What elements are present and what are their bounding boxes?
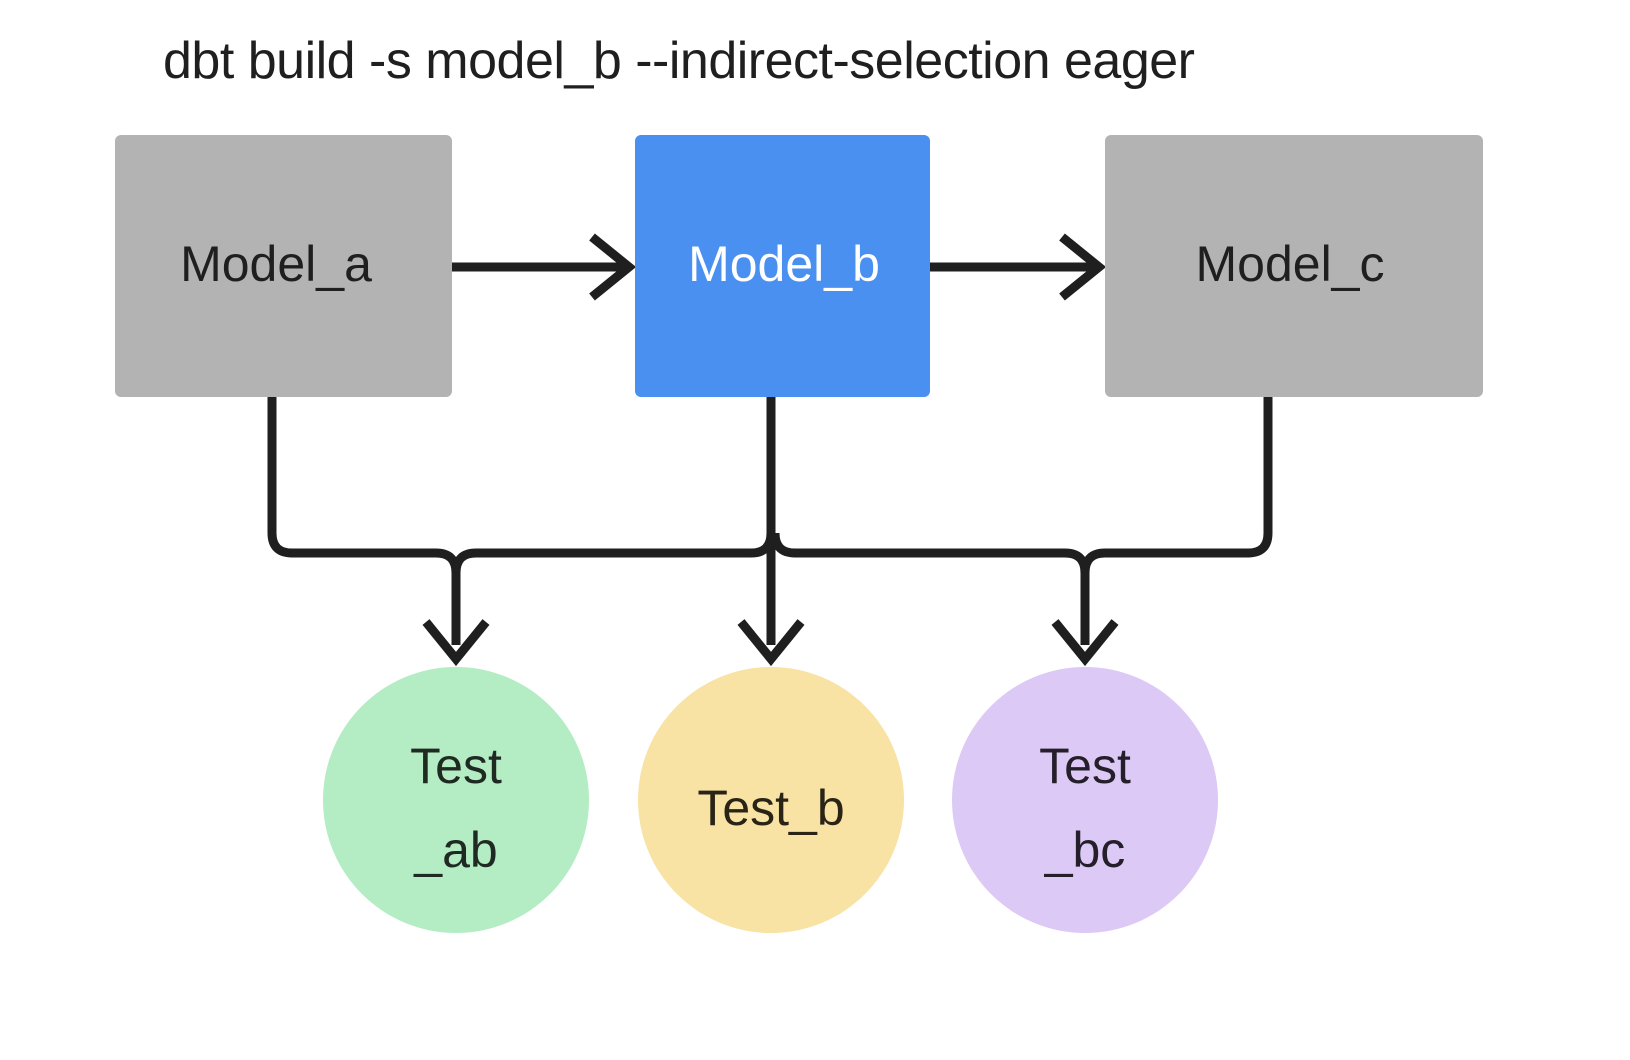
node-test-ab-shape[interactable]: [323, 667, 589, 933]
node-model-b-label: Model_b: [688, 236, 880, 292]
node-test-ab[interactable]: Test _ab: [323, 667, 589, 933]
node-test-bc-shape[interactable]: [952, 667, 1218, 933]
node-test-b-label-line1: Test_b: [697, 780, 844, 836]
node-test-bc-label-line1: Test: [1039, 738, 1131, 794]
node-test-ab-label-line1: Test: [410, 738, 502, 794]
node-test-ab-label-line2: _ab: [413, 822, 497, 878]
node-test-bc-label-line2: _bc: [1044, 822, 1126, 878]
node-model-c[interactable]: Model_c: [1105, 135, 1483, 397]
node-model-c-label: Model_c: [1196, 236, 1385, 292]
arrowhead-test-bc: [1051, 619, 1119, 667]
edge-model-c-to-test-bc: [1080, 397, 1273, 574]
node-model-a-label: Model_a: [180, 236, 372, 292]
edge-model-a-to-model-b: [452, 233, 637, 301]
edge-model-b-to-model-c: [930, 233, 1107, 301]
node-model-c-shape[interactable]: [1105, 135, 1483, 397]
node-test-b-shape[interactable]: [638, 667, 904, 933]
node-test-b[interactable]: Test_b: [638, 667, 904, 933]
arrowhead-test-b: [737, 619, 805, 667]
page-title: dbt build -s model_b --indirect-selectio…: [163, 32, 1195, 90]
node-model-a-shape[interactable]: [115, 135, 452, 397]
node-model-b-shape[interactable]: [635, 135, 930, 397]
node-model-a[interactable]: Model_a: [115, 135, 452, 397]
node-test-bc[interactable]: Test _bc: [952, 667, 1218, 933]
edge-model-a-to-test-ab: [267, 397, 461, 645]
node-model-b[interactable]: Model_b: [635, 135, 930, 397]
arrowhead-test-ab: [422, 619, 490, 667]
edge-model-b-to-test-bc: [770, 532, 1090, 645]
edge-model-b-to-test-ab: [451, 532, 776, 574]
